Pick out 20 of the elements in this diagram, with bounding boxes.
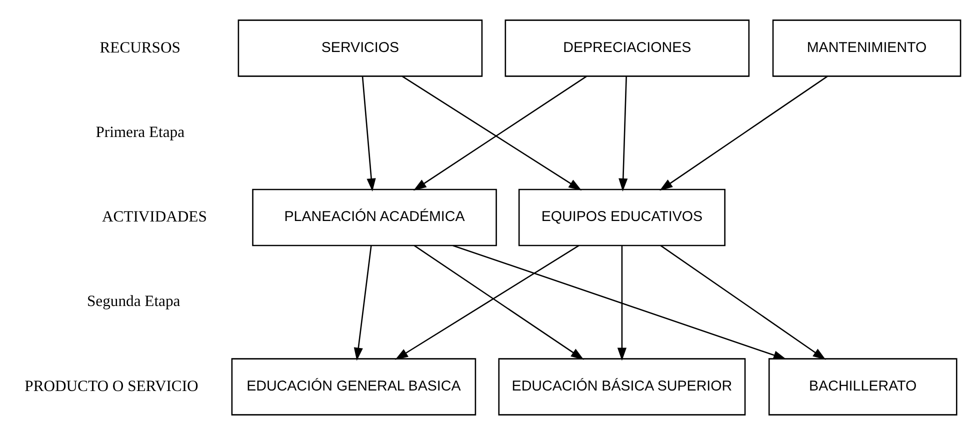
- node-box: DEPRECIACIONES: [504, 20, 750, 77]
- label: PRODUCTO O SERVICIO: [24, 378, 198, 395]
- node-box: EDUCACIÓN GENERAL BASICA: [230, 358, 476, 416]
- label: ACTIVIDADES: [101, 208, 206, 226]
- node-box: SERVICIOS: [237, 20, 482, 77]
- node-box: MANTENIMIENTO: [772, 20, 961, 77]
- arrow: [618, 76, 628, 192]
- arrow: [353, 246, 372, 361]
- node-box: EQUIPOS EDUCATIVOS: [518, 188, 725, 246]
- label: Segunda Etapa: [86, 293, 180, 310]
- arrow: [659, 76, 828, 191]
- arrow: [361, 76, 376, 192]
- node-box: EDUCACIÓN BÁSICA SUPERIOR: [498, 358, 746, 416]
- arrow: [660, 245, 826, 360]
- label: Primera Etapa: [95, 124, 184, 141]
- arrow: [616, 246, 626, 361]
- node-box: PLANEACIÓN ACADÉMICA: [252, 188, 496, 246]
- node-box: BACHILLERATO: [768, 358, 957, 416]
- label: RECURSOS: [99, 39, 180, 56]
- arrow: [452, 244, 786, 360]
